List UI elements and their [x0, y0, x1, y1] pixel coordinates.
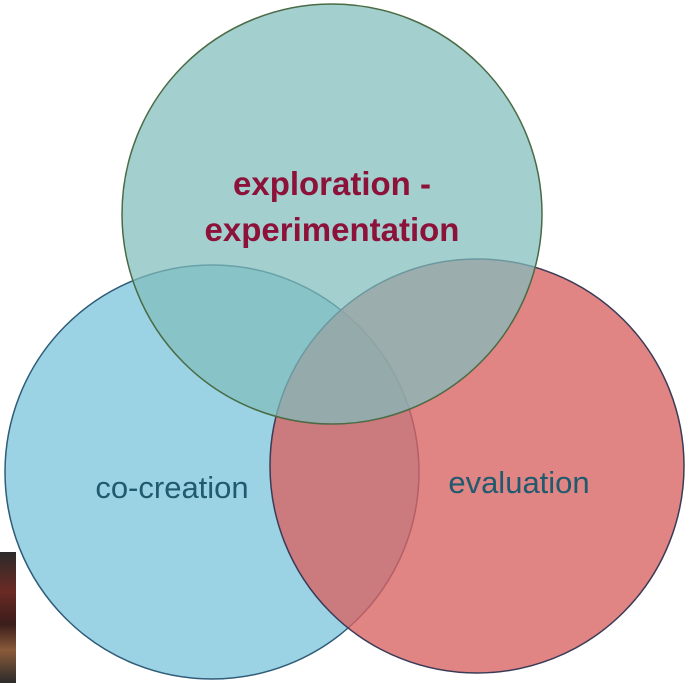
cropped-photo-fragment [0, 552, 16, 683]
label-co-creation: co-creation [95, 470, 248, 505]
circle-exploration-experimentation [121, 3, 543, 425]
label-exploration: exploration - [233, 165, 431, 202]
label-experimentation: experimentation [205, 211, 460, 248]
label-evaluation: evaluation [448, 465, 589, 500]
